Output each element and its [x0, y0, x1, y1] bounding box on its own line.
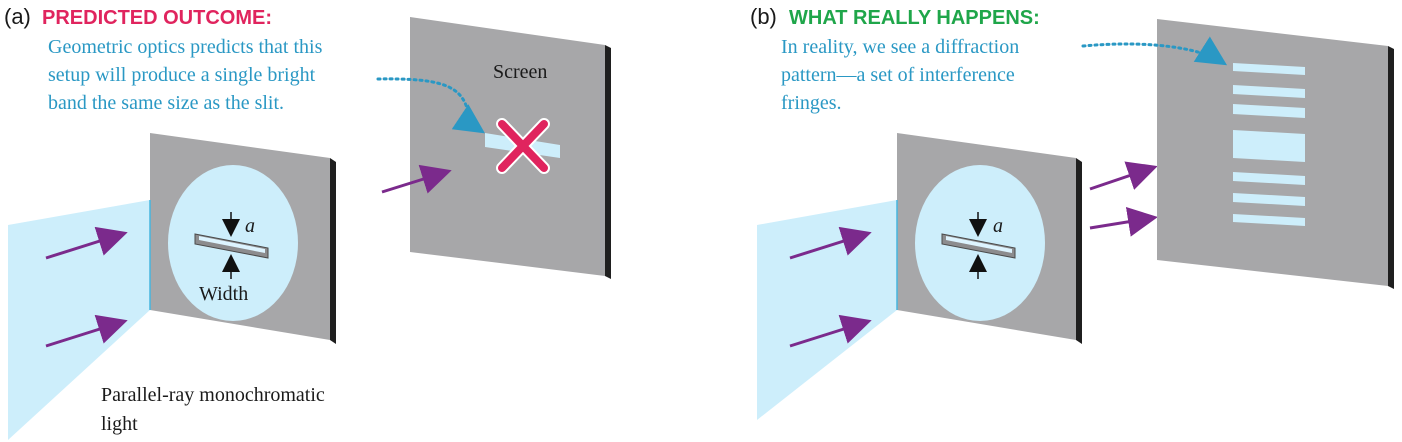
- panel-a-title: PREDICTED OUTCOME:: [42, 7, 272, 29]
- incident-ray-upper: [45, 226, 128, 260]
- light-beam-rear: [8, 200, 150, 440]
- panel-a-callout-line-3: band the same size as the slit.: [48, 92, 284, 114]
- panel-b-callout-line-3: fringes.: [781, 92, 842, 114]
- panel-b-callout-line-1: In reality, we see a diffraction: [781, 36, 1019, 58]
- light-caption-line-2: light: [101, 413, 138, 435]
- fringe-3: [1233, 104, 1305, 118]
- callout-pointer-a: [376, 77, 485, 134]
- panel-b-callout-line-2: pattern—a set of interference: [781, 64, 1015, 86]
- light-beam-b: [757, 200, 897, 420]
- width-label: Width: [199, 283, 248, 305]
- slit-plate-edge: [330, 158, 336, 344]
- panel-a-callout-line-2: setup will produce a single bright: [48, 64, 316, 86]
- incident-ray-upper-b: [789, 226, 872, 260]
- panel-b-label: (b): [750, 4, 777, 29]
- panel-a: (a) PREDICTED OUTCOME: Geometric optics …: [4, 4, 611, 440]
- fringe-5: [1233, 193, 1305, 206]
- slit-inner-b: [946, 236, 1012, 253]
- fringe-2: [1233, 85, 1305, 98]
- cross-mark-line-2: [498, 120, 548, 172]
- fringe-1: [1233, 63, 1305, 75]
- slit-inner: [199, 236, 265, 253]
- screen-plate-edge-b: [1388, 46, 1394, 289]
- fringe-6: [1233, 214, 1305, 226]
- transmitted-ray-upper-b: [1089, 161, 1158, 191]
- panel-b: (b) WHAT REALLY HAPPENS: In reality, we …: [750, 4, 1394, 420]
- fringe-central: [1233, 130, 1305, 162]
- panel-a-label: (a): [4, 4, 31, 29]
- screen-label: Screen: [493, 61, 547, 83]
- incident-ray-lower-b: [789, 314, 872, 348]
- screen-plate-edge: [605, 45, 611, 279]
- incident-ray-lower: [45, 314, 128, 348]
- transmitted-ray: [381, 164, 452, 194]
- slit-plate-edge-b: [1076, 158, 1082, 344]
- panel-b-title: WHAT REALLY HAPPENS:: [789, 7, 1040, 29]
- transmitted-ray-lower-b: [1089, 207, 1158, 237]
- slit-symbol-a: a: [245, 215, 255, 237]
- callout-pointer-b: [1081, 36, 1228, 66]
- panel-a-callout-line-1: Geometric optics predicts that this: [48, 36, 323, 58]
- slit-symbol-a-b: a: [993, 215, 1003, 237]
- fringe-4: [1233, 172, 1305, 185]
- light-caption-line-1: Parallel-ray monochromatic: [101, 384, 325, 406]
